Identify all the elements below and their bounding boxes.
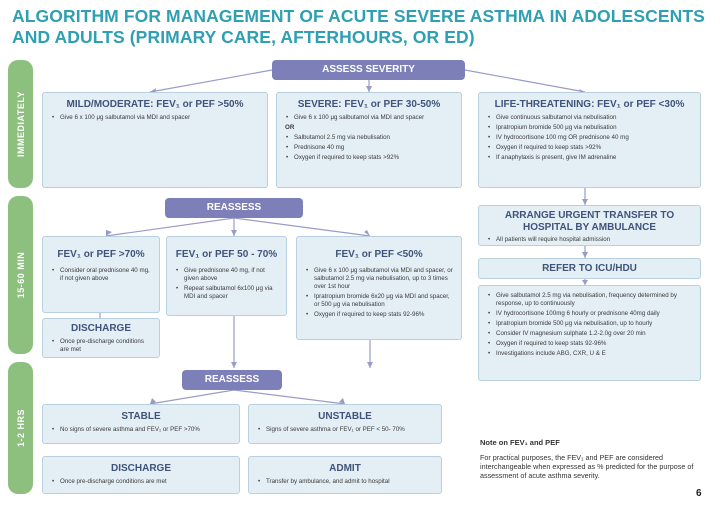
refer-icu-box: REFER TO ICU/HDU <box>478 258 701 279</box>
severe-item: Prednisone 40 mg <box>285 144 453 152</box>
reassess-node-2: REASSESS <box>182 370 282 390</box>
life-item: Ipratropium bromide 500 μg via nebulisat… <box>487 124 692 132</box>
discharge-box-1: DISCHARGE Once pre-discharge conditions … <box>42 318 160 358</box>
icu-item: Ipratropium bromide 500 μg via nebulisat… <box>487 320 692 328</box>
gt70-heading: FEV₁ or PEF >70% <box>57 249 145 260</box>
gt70-item: Consider oral prednisone 40 mg, if not g… <box>51 267 151 283</box>
life-heading: LIFE-THREATENING: FEV₁ or PEF <30% <box>494 99 685 110</box>
severe-item: Salbutamol 2.5 mg via nebulisation <box>285 134 453 142</box>
life-item: Oxygen if required to keep stats >92% <box>487 144 692 152</box>
lt50-heading: FEV₁ or PEF <50% <box>335 249 423 260</box>
fev-gt70-box: FEV₁ or PEF >70% Consider oral prednison… <box>42 236 160 313</box>
assess-severity-node: ASSESS SEVERITY <box>272 60 465 80</box>
lt50-item: Ipratropium bromide 6x20 μg via MDI and … <box>305 293 453 309</box>
note-title: Note on FEV₁ and PEF <box>480 438 560 447</box>
stable-heading: STABLE <box>121 411 161 422</box>
severe-or-label: OR <box>285 124 295 131</box>
admit-item: Transfer by ambulance, and admit to hosp… <box>257 478 433 486</box>
mild-heading: MILD/MODERATE: FEV₁ or PEF >50% <box>66 99 244 110</box>
fev-50-70-box: FEV₁ or PEF 50 - 70% Give prednisone 40 … <box>166 236 287 316</box>
stable-box: STABLE No signs of severe asthma and FEV… <box>42 404 240 444</box>
mid-item: Give prednisone 40 mg, if not given abov… <box>175 267 278 283</box>
discharge1-item: Once pre-discharge conditions are met <box>51 338 151 354</box>
severe-item: Give 6 x 100 μg salbutamol via MDI and s… <box>285 114 453 122</box>
icu-details-box: Give salbutamol 2.5 mg via nebulisation,… <box>478 285 701 381</box>
life-item: If anaphylaxis is present, give IM adren… <box>487 154 692 162</box>
icu-item: Investigations include ABG, CXR, U & E <box>487 350 692 358</box>
unstable-box: UNSTABLE Signs of severe asthma or FEV₁ … <box>248 404 442 444</box>
mid-item: Repeat salbutamol 6x100 μg via MDI and s… <box>175 285 278 301</box>
timeline-immediately: IMMEDIATELY <box>8 60 33 188</box>
life-item: Give continuous salbutamol via nebulisat… <box>487 114 692 122</box>
discharge2-item: Once pre-discharge conditions are met <box>51 478 231 486</box>
mild-item: Give 6 x 100 μg salbutamol via MDI and s… <box>51 114 259 122</box>
transfer-heading: ARRANGE URGENT TRANSFER TO HOSPITAL BY A… <box>504 210 675 233</box>
mid-heading: FEV₁ or PEF 50 - 70% <box>175 249 278 260</box>
mild-moderate-box: MILD/MODERATE: FEV₁ or PEF >50% Give 6 x… <box>42 92 268 188</box>
timeline-15-60-min: 15-60 MIN <box>8 196 33 354</box>
discharge2-heading: DISCHARGE <box>110 463 171 474</box>
icu-item: Give salbutamol 2.5 mg via nebulisation,… <box>487 292 692 308</box>
reassess-node-1: REASSESS <box>165 198 303 218</box>
transfer-item: All patients will require hospital admis… <box>487 236 692 244</box>
severe-heading: SEVERE: FEV₁ or PEF 30-50% <box>297 99 441 110</box>
life-item: IV hydrocortisone 100 mg OR prednisone 4… <box>487 134 692 142</box>
admit-box: ADMIT Transfer by ambulance, and admit t… <box>248 456 442 494</box>
page-number: 6 <box>696 488 702 499</box>
page-title: ALGORITHM FOR MANAGEMENT OF ACUTE SEVERE… <box>12 6 712 48</box>
unstable-item: Signs of severe asthma or FEV₁ or PEF < … <box>257 426 433 434</box>
icu-item: Consider IV magnesium sulphate 1.2-2.0g … <box>487 330 692 338</box>
stable-item: No signs of severe asthma and FEV₁ or PE… <box>51 426 231 434</box>
severe-item: Oxygen if required to keep stats >92% <box>285 154 453 162</box>
note-text: For practical purposes, the FEV₁ and PEF… <box>480 453 694 480</box>
lt50-item: Oxygen if required to keep stats 92-96% <box>305 311 453 319</box>
transfer-box: ARRANGE URGENT TRANSFER TO HOSPITAL BY A… <box>478 205 701 246</box>
unstable-heading: UNSTABLE <box>318 411 372 422</box>
admit-heading: ADMIT <box>329 463 361 474</box>
fev-lt50-box: FEV₁ or PEF <50% Give 6 x 100 μg salbuta… <box>296 236 462 340</box>
timeline-1-2-hrs: 1-2 HRS <box>8 362 33 494</box>
title-line-1: ALGORITHM FOR MANAGEMENT OF ACUTE SEVERE… <box>12 6 705 26</box>
title-line-2: AND ADULTS (PRIMARY CARE, AFTERHOURS, OR… <box>12 27 475 47</box>
life-threatening-box: LIFE-THREATENING: FEV₁ or PEF <30% Give … <box>478 92 701 188</box>
discharge1-heading: DISCHARGE <box>70 323 131 334</box>
icu-heading: REFER TO ICU/HDU <box>542 263 637 274</box>
fev-pef-note: Note on FEV₁ and PEF For practical purpo… <box>480 438 698 480</box>
discharge-box-2: DISCHARGE Once pre-discharge conditions … <box>42 456 240 494</box>
lt50-item: Give 6 x 100 μg salbutamol via MDI and s… <box>305 267 453 291</box>
icu-item: IV hydrocortisone 100mg 6 hourly or pred… <box>487 310 692 318</box>
icu-item: Oxygen if required to keep stats 92-96% <box>487 340 692 348</box>
severe-box: SEVERE: FEV₁ or PEF 30-50% Give 6 x 100 … <box>276 92 462 188</box>
